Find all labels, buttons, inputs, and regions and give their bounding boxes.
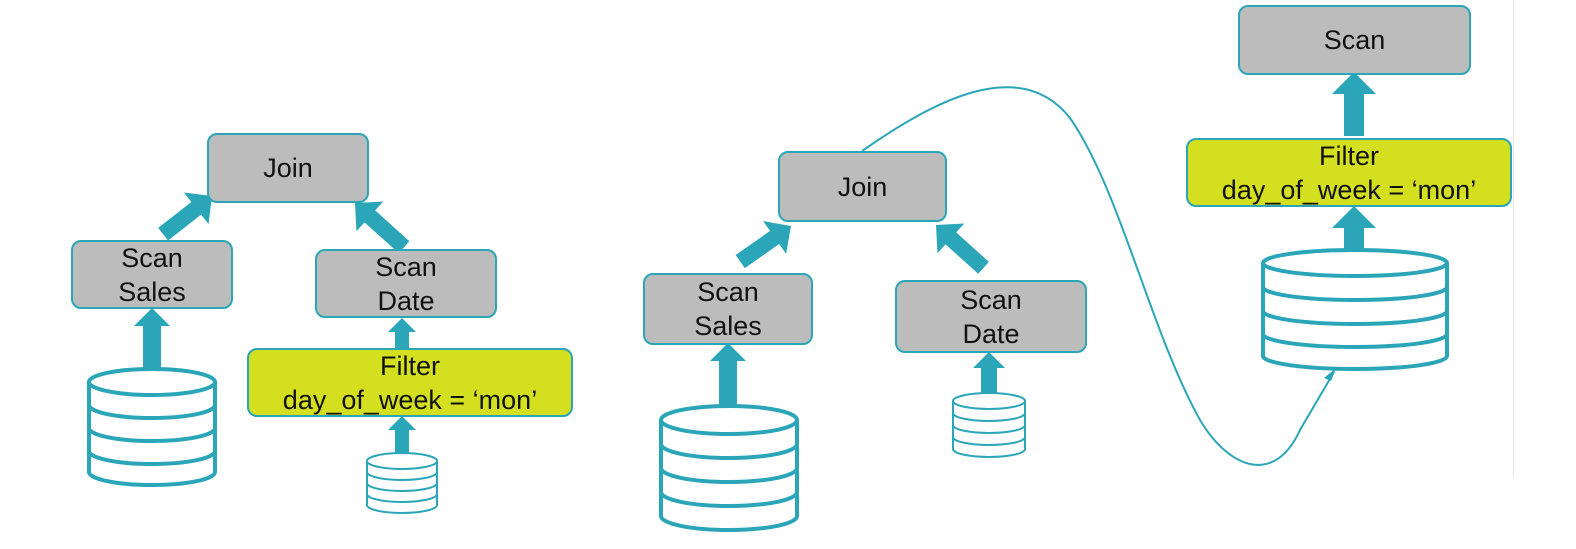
filter-node: Filter day_of_week = ‘mon’ xyxy=(1186,138,1512,207)
node-label: Sales xyxy=(694,311,762,341)
node-label: Date xyxy=(377,285,435,316)
arrow-up-icon xyxy=(936,223,989,274)
scan-date-node: Scan Date xyxy=(895,280,1087,353)
scan-node: Scan xyxy=(1238,5,1471,75)
node-label: Join xyxy=(837,171,888,202)
connector-curve xyxy=(861,86,1335,466)
arrow-up-icon xyxy=(388,416,416,458)
node-label: Filter xyxy=(380,350,440,381)
divider xyxy=(1513,0,1514,476)
scan-sales-node: Scan Sales xyxy=(71,240,233,309)
node-label: Scan xyxy=(121,242,183,273)
database-icon xyxy=(659,404,799,532)
scan-date-node: Scan Date xyxy=(315,249,497,318)
database-icon xyxy=(1261,248,1449,371)
arrow-up-icon xyxy=(735,221,791,269)
node-label: day_of_week = ‘mon’ xyxy=(1221,174,1477,205)
node-label: Scan xyxy=(697,277,759,307)
scan-sales-node: Scan Sales xyxy=(643,273,813,345)
arrow-up-icon xyxy=(973,352,1005,396)
join-node: Join xyxy=(207,133,369,203)
node-label: Scan xyxy=(960,284,1022,315)
node-label: day_of_week = ‘mon’ xyxy=(282,384,538,415)
arrow-up-icon xyxy=(710,343,746,407)
filter-node: Filter day_of_week = ‘mon’ xyxy=(247,348,573,417)
node-label: Sales xyxy=(118,276,186,307)
database-icon xyxy=(952,392,1026,458)
node-label: Join xyxy=(263,153,313,183)
database-icon xyxy=(87,367,217,487)
node-label: Scan xyxy=(375,251,437,282)
node-label: Scan xyxy=(1323,25,1386,55)
arrow-up-icon xyxy=(134,308,170,370)
arrow-up-icon xyxy=(1332,72,1376,136)
node-label: Date xyxy=(962,318,1020,349)
join-node: Join xyxy=(778,151,947,222)
arrow-up-icon xyxy=(355,201,410,254)
arrow-up-icon xyxy=(388,318,416,350)
node-label: Filter xyxy=(1319,140,1379,171)
arrowhead-icon xyxy=(1324,368,1336,381)
arrow-up-icon xyxy=(1332,206,1376,268)
arrow-up-icon xyxy=(158,192,212,241)
database-icon xyxy=(366,452,438,514)
